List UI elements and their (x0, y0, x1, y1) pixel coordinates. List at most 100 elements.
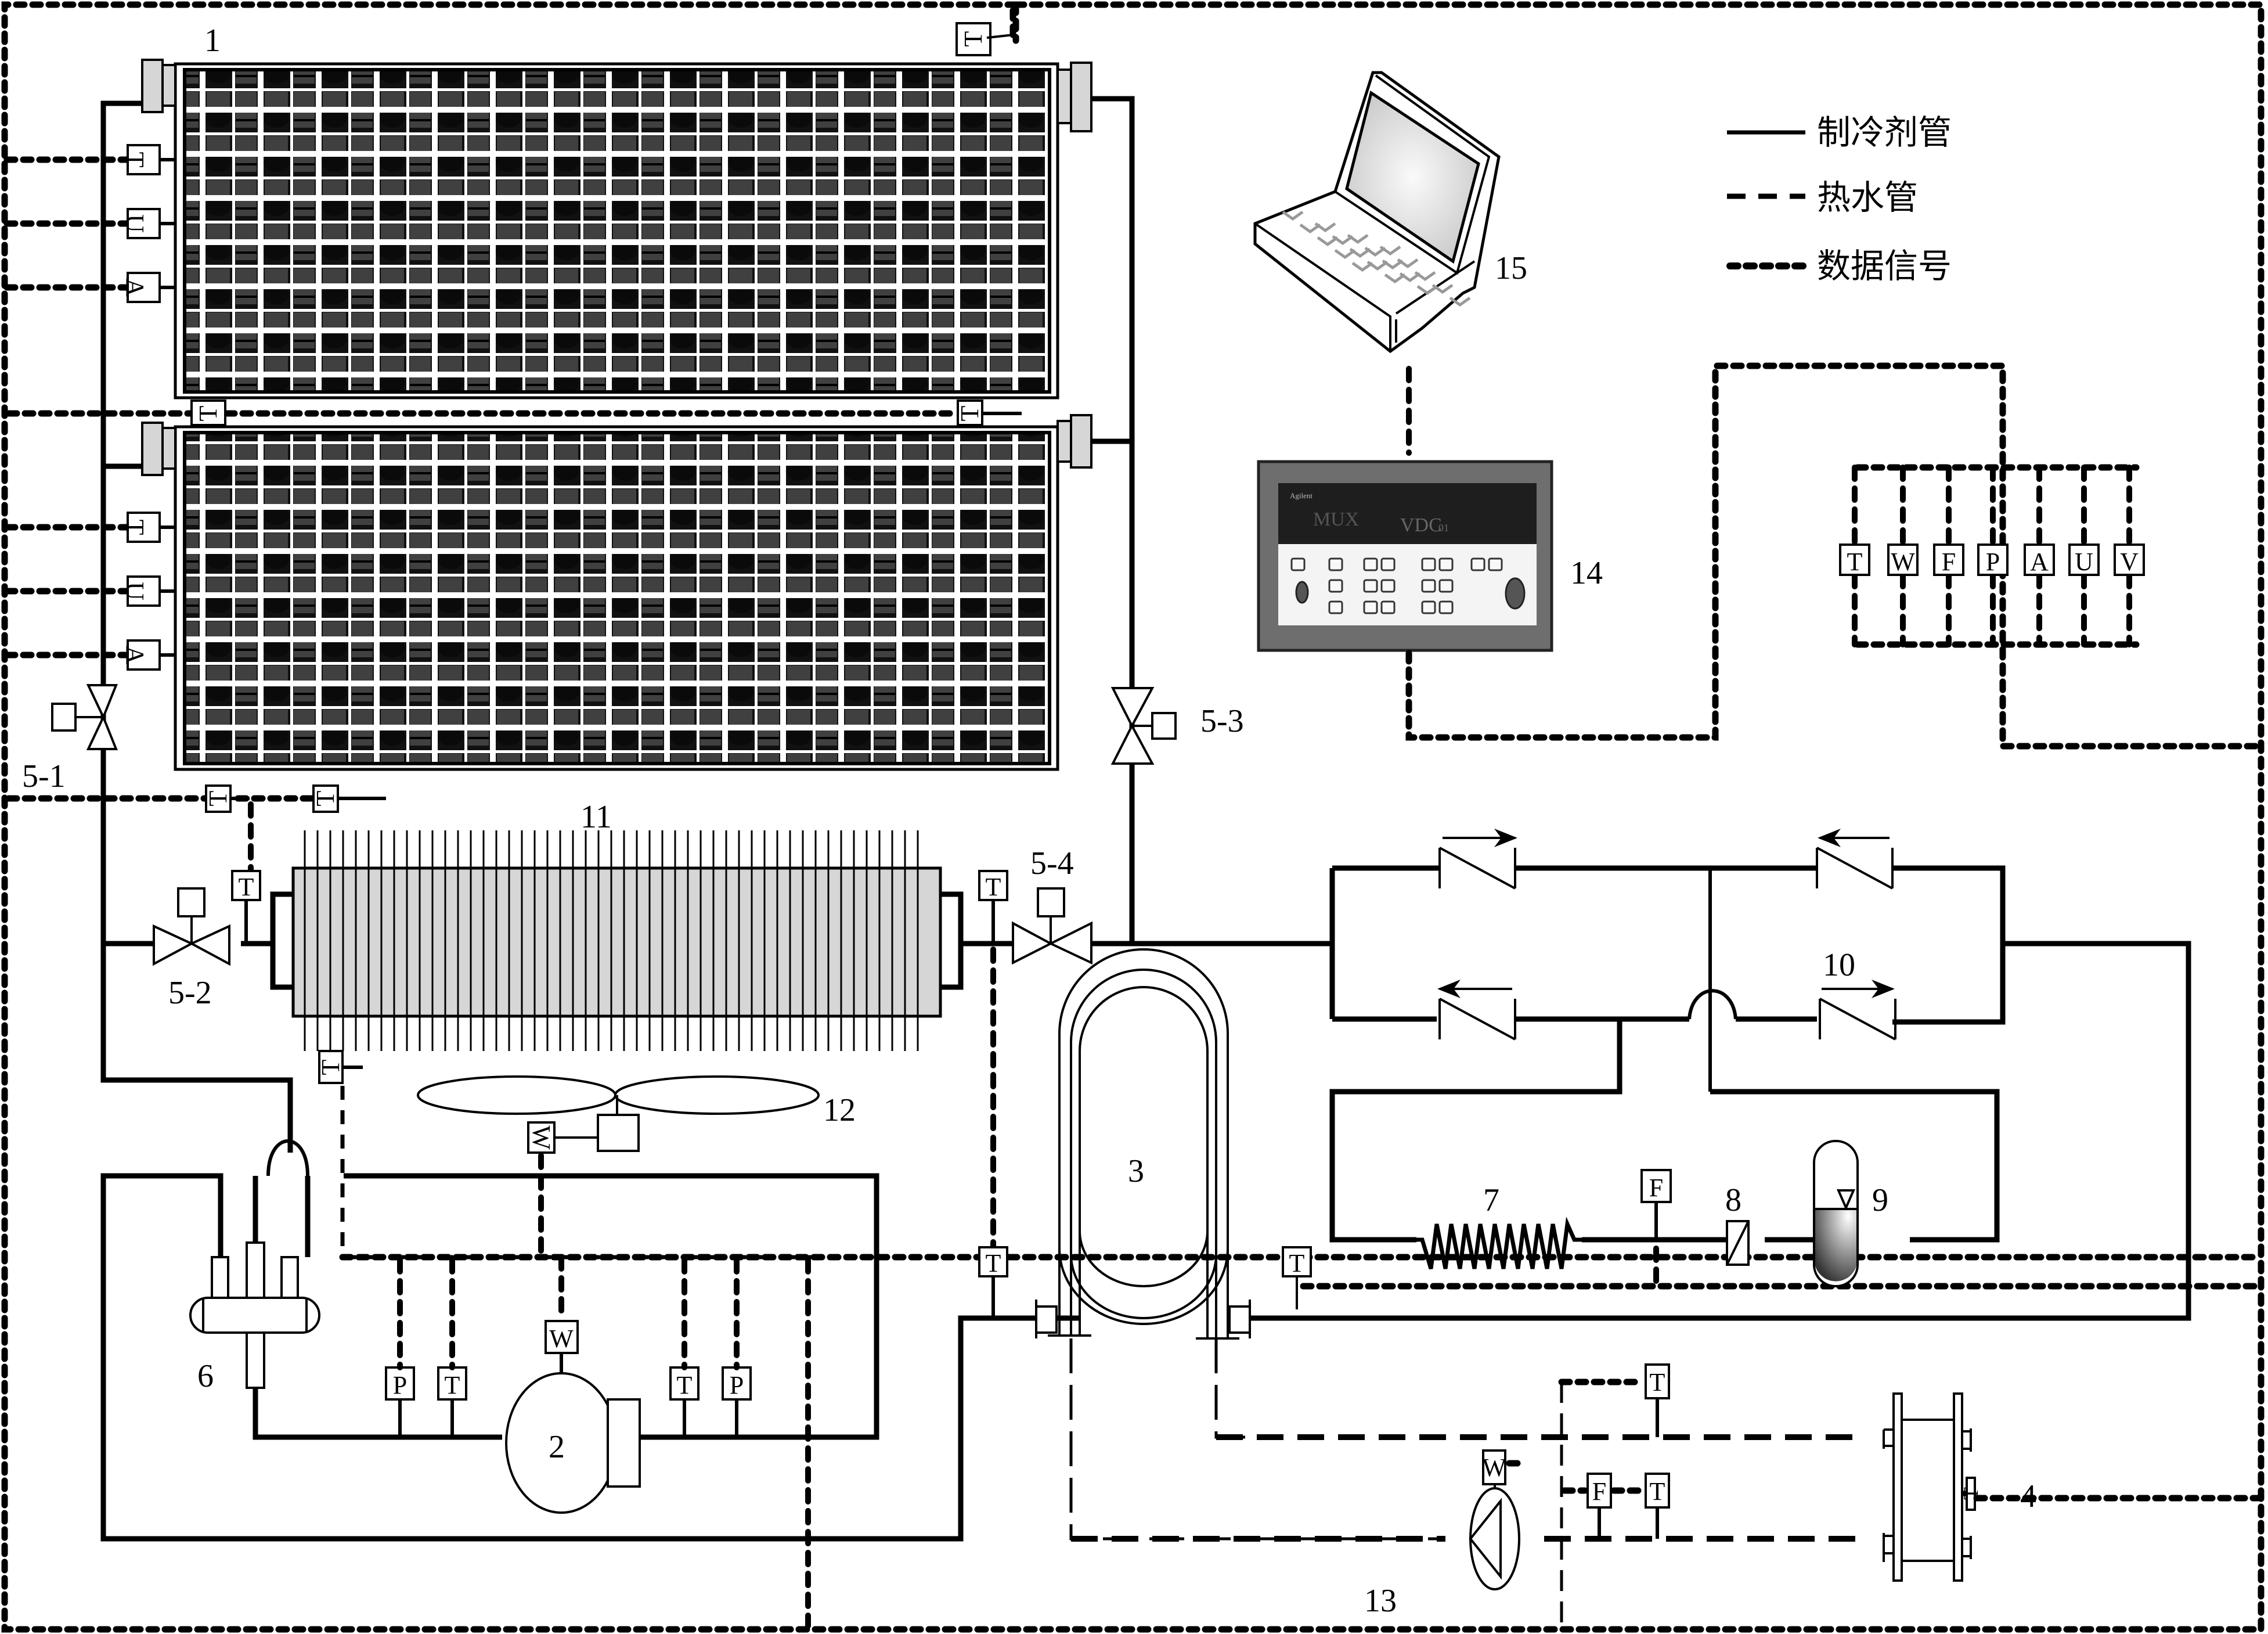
pv-lower-sensors: T U A (3, 512, 175, 671)
compressor: W (505, 1254, 641, 1514)
refrigerant-pipes (100, 96, 2191, 1542)
sensor-bank-label: U (2075, 548, 2093, 576)
logger-button[interactable] (1438, 600, 1454, 614)
logger-display-right: VDC (1400, 514, 1442, 536)
sensor-bank-T: T (1839, 465, 1870, 647)
label-check-valves: 10 (1823, 947, 1855, 983)
data-logger[interactable]: Agilent MUX VDC 01 (1257, 460, 1553, 652)
svg-text:T: T (677, 1371, 693, 1399)
sensor-bank-label: F (1942, 548, 1956, 576)
check-valve-4 (1819, 980, 1896, 1041)
label-coil-exchanger: 3 (1128, 1153, 1144, 1189)
label-water-tank: 4 (2020, 1478, 2036, 1514)
valve-5-3[interactable] (1110, 687, 1177, 765)
svg-text:F: F (1592, 1477, 1606, 1506)
expansion-device (1416, 1216, 1582, 1270)
key (1351, 261, 1373, 272)
svg-text:T: T (986, 873, 1001, 901)
key (1282, 210, 1304, 221)
sensor-bank-label: V (2120, 548, 2139, 576)
sensor-bank-label: P (1986, 548, 2000, 576)
label-valve-5-4: 5-4 (1030, 845, 1074, 881)
logger-button[interactable] (1470, 557, 1485, 571)
logger-button[interactable] (1488, 557, 1503, 571)
computer[interactable] (1253, 71, 1501, 354)
receiver (1813, 1140, 1859, 1287)
sensor-T-pv1: T (121, 144, 161, 175)
coil-sensors: T T (978, 1246, 2262, 1318)
key (1449, 296, 1471, 307)
logger-brand: Agilent (1290, 491, 1313, 500)
check-valve-2 (1816, 829, 1894, 890)
logger-button[interactable] (1421, 557, 1436, 571)
valve-5-1[interactable] (51, 684, 118, 750)
logger-button[interactable] (1290, 557, 1306, 571)
water-sensors: T F T (1558, 1363, 1670, 1626)
svg-text:T: T (204, 790, 232, 806)
keyboard-keys (1282, 210, 1471, 307)
svg-text:P: P (393, 1371, 407, 1399)
svg-text:T: T (239, 873, 254, 901)
condenser-coil (291, 830, 942, 1051)
logger-button[interactable] (1328, 579, 1343, 593)
logger-button[interactable] (1328, 557, 1343, 571)
sensor-bank-W: W (1887, 465, 1919, 647)
sensor-A-pv1: A (121, 272, 161, 303)
svg-text:T: T (1289, 1249, 1305, 1277)
water-circuit (1069, 1338, 1863, 1542)
logger-button[interactable] (1421, 579, 1436, 593)
key (1384, 273, 1406, 284)
svg-text:T: T (1650, 1368, 1665, 1397)
svg-text:T: T (986, 1249, 1001, 1277)
label-fan: 12 (823, 1092, 856, 1128)
label-valve-5-2: 5-2 (168, 975, 212, 1011)
logger-button[interactable] (1380, 600, 1396, 614)
key (1317, 236, 1339, 247)
valve-5-2[interactable]: T (153, 870, 261, 966)
svg-text:T: T (1650, 1477, 1665, 1506)
logger-button[interactable] (1328, 600, 1343, 614)
label-expansion: 7 (1483, 1182, 1499, 1218)
logger-button[interactable] (1438, 557, 1454, 571)
logger-button[interactable] (1380, 579, 1396, 593)
label-valve-5-3: 5-3 (1200, 703, 1244, 739)
sensor-bank-F: F (1933, 465, 1964, 647)
logger-button[interactable] (1363, 600, 1378, 614)
pv-panel-lower (141, 414, 1092, 771)
sensor-T-pv2: T (121, 512, 161, 543)
svg-text:T: T (194, 405, 222, 421)
logger-button[interactable] (1421, 600, 1436, 614)
svg-text:U: U (121, 582, 149, 600)
pv-panel-upper (141, 59, 1092, 399)
svg-text:U: U (121, 214, 149, 233)
water-tank: T (1883, 1392, 2262, 1582)
ambient-sensors: T T T (5, 5, 1022, 426)
sensor-bank-label: W (1891, 548, 1915, 576)
condenser-fins (304, 830, 919, 1051)
pv-upper-sensors: T U A (3, 144, 175, 303)
signal-row-panel: T T (5, 784, 386, 874)
label-filter: 8 (1725, 1182, 1741, 1218)
coil-exchanger (961, 948, 1251, 1340)
label-receiver: 9 (1872, 1182, 1888, 1218)
valve-5-4[interactable] (1012, 887, 1092, 965)
label-condenser: 11 (580, 799, 612, 835)
filter (1726, 1220, 1750, 1266)
svg-text:P: P (730, 1371, 744, 1399)
sensor-bank-V: V (2114, 465, 2145, 647)
logger-button[interactable] (1363, 579, 1378, 593)
pump[interactable]: W (1469, 1449, 1524, 1590)
svg-text:W: W (527, 1125, 556, 1150)
label-pump: 13 (1364, 1583, 1397, 1619)
svg-text:T: T (959, 31, 987, 46)
logger-button[interactable] (1363, 557, 1378, 571)
key (1334, 249, 1356, 260)
svg-text:A: A (121, 278, 149, 297)
flow-sensor-refrigerant: F (1640, 1169, 1672, 1286)
logger-button[interactable] (1380, 557, 1396, 571)
logger-buttons[interactable] (1290, 557, 1503, 614)
logger-display-channel: 01 (1438, 522, 1449, 534)
logger-button[interactable] (1438, 579, 1454, 593)
